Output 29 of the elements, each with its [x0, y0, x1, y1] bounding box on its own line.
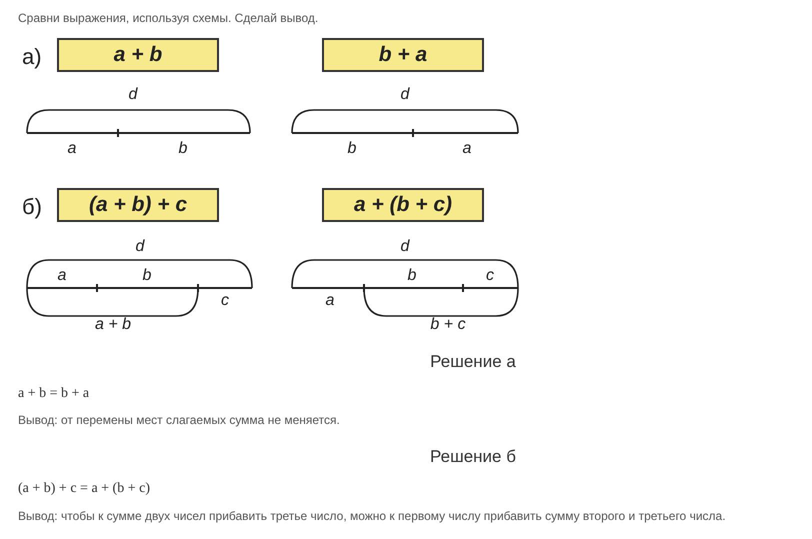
segment-label: c — [486, 267, 494, 285]
expression-box: a + b — [57, 38, 219, 72]
segment-label: a — [68, 140, 76, 158]
conclusion-text: Вывод: от перемены мест слагаемых сумма не меняется. — [18, 413, 340, 427]
expression-box: (a + b) + c — [57, 188, 219, 222]
instruction-text: Сравни выражения, используя схемы. Сделай вывод. — [18, 11, 318, 25]
segment-label: b + c — [430, 316, 466, 334]
equation-text: (a + b) + c = a + (b + c) — [18, 481, 150, 497]
equation-text: a + b = b + a — [18, 386, 90, 402]
segment-label: b — [142, 267, 152, 285]
expression-box: a + (b + c) — [322, 188, 484, 222]
segment-label: b — [178, 140, 188, 158]
segment-label: b — [348, 140, 356, 158]
part-label: б) — [22, 194, 42, 220]
expression-box: b + a — [322, 38, 484, 72]
segment-label: d — [136, 238, 144, 256]
segment-label: d — [128, 86, 138, 104]
segment-label: a + b — [94, 316, 132, 334]
segment-label: c — [221, 292, 229, 310]
conclusion-text: Вывод: чтобы к сумме двух чисел прибавить третье число, можно к первому числу прибавить сумму второго и третьего числа. — [18, 509, 726, 523]
segment-label: d — [400, 86, 410, 104]
solution-heading: Решение б — [430, 447, 516, 467]
segment-label: d — [400, 238, 410, 256]
segment-label: a — [326, 292, 334, 310]
segment-label: a — [58, 267, 66, 285]
segment-label: a — [462, 140, 472, 158]
solution-heading: Решение а — [430, 352, 516, 372]
part-label: а) — [22, 44, 42, 70]
segment-label: b — [408, 267, 416, 285]
